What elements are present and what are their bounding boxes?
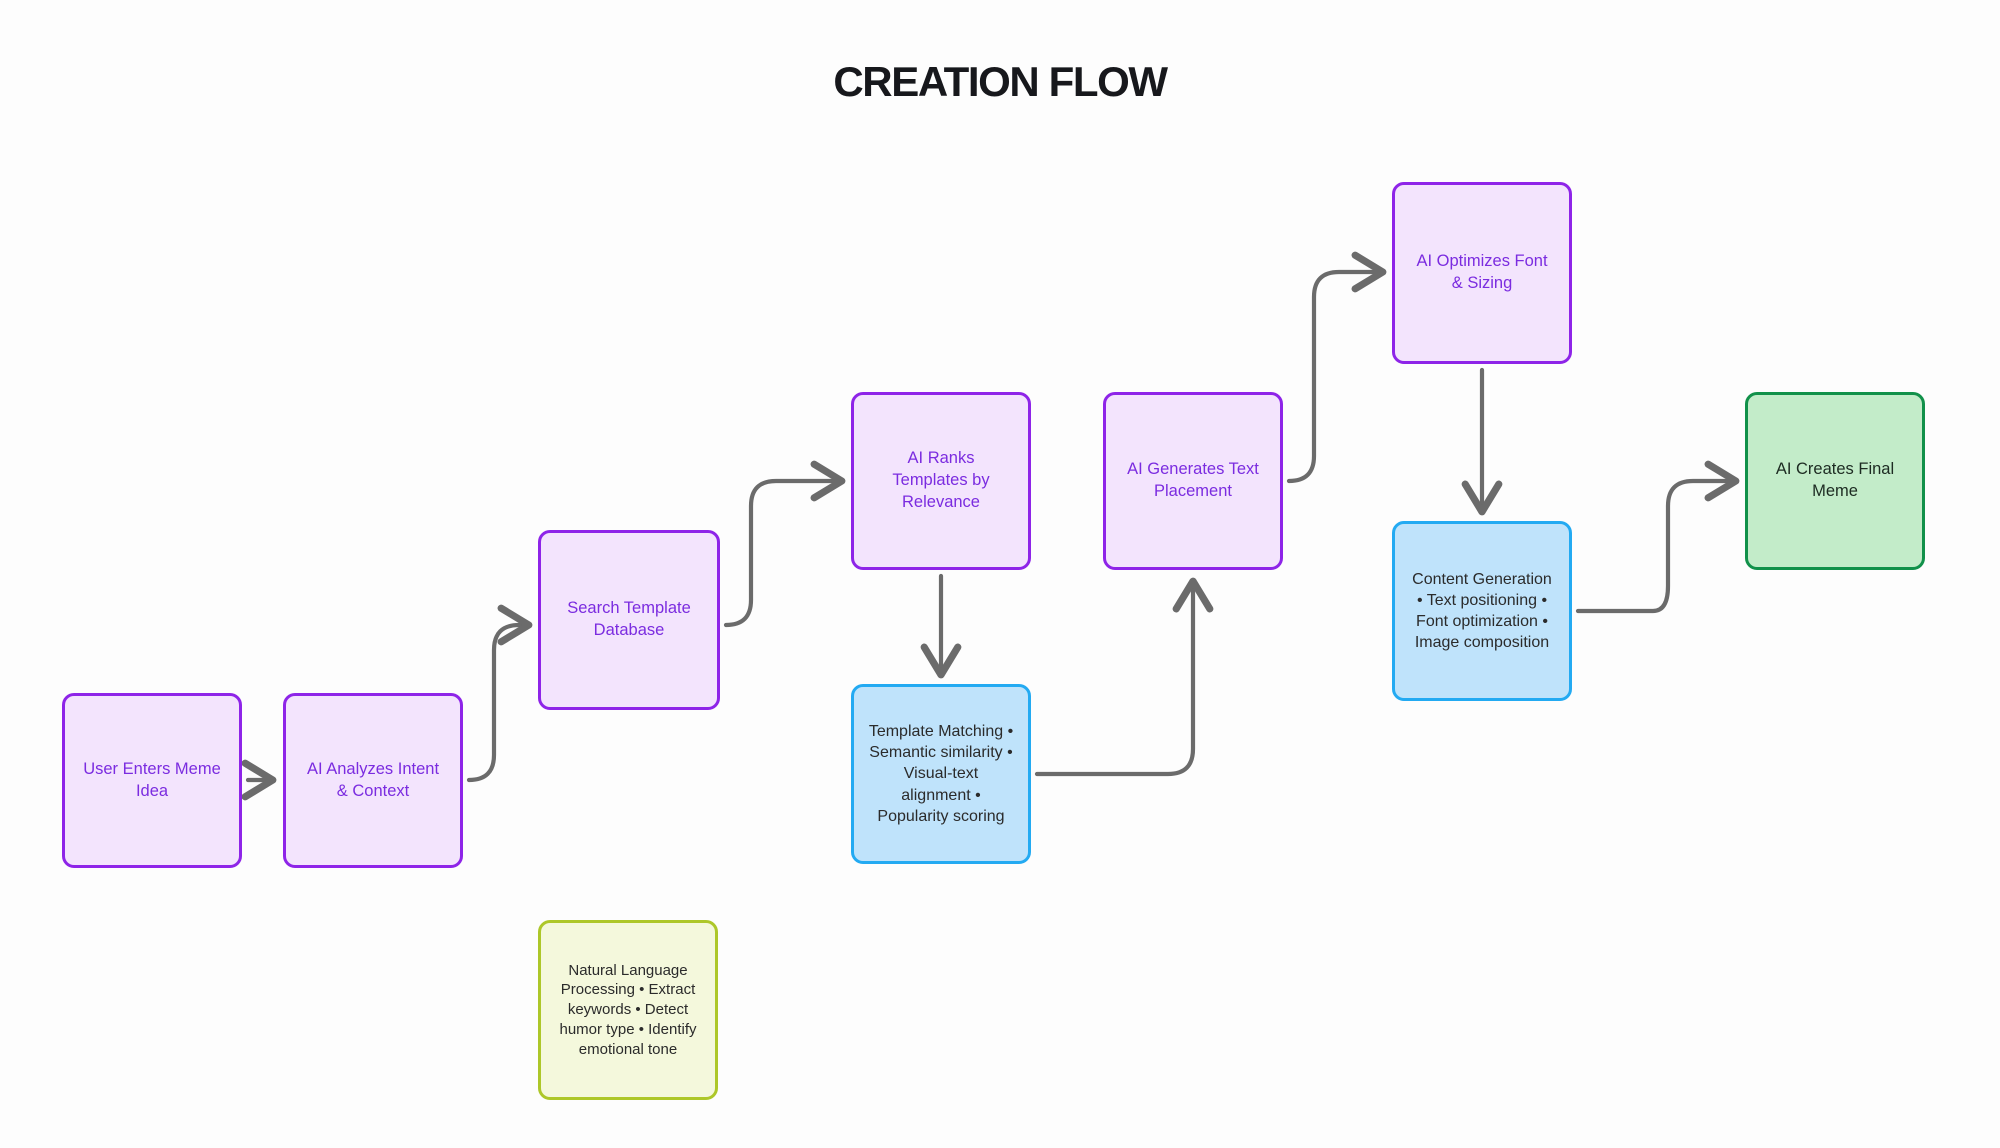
- node-nlp-detail[interactable]: Natural Language Processing • Extract ke…: [538, 920, 718, 1100]
- page-title: CREATION FLOW: [833, 58, 1168, 105]
- node-user-enters-meme-idea[interactable]: User Enters Meme Idea: [62, 693, 242, 868]
- edge-intent-to-search: [466, 604, 533, 783]
- node-label: Template Matching • Semantic similarity …: [868, 723, 1014, 825]
- node-ai-generates-text-placement[interactable]: AI Generates Text Placement: [1103, 392, 1283, 570]
- edge-content-to-final: [1575, 460, 1740, 614]
- node-label: Content Generation • Text positioning • …: [1412, 570, 1552, 652]
- node-ai-analyzes-intent-context[interactable]: AI Analyzes Intent & Context: [283, 693, 463, 868]
- node-ai-optimizes-font-sizing[interactable]: AI Optimizes Font & Sizing: [1392, 182, 1572, 364]
- edge-matching-to-placement: [1034, 577, 1214, 777]
- node-label: AI Optimizes Font & Sizing: [1416, 252, 1548, 292]
- node-ai-ranks-templates-by-relevance[interactable]: AI Ranks Templates by Relevance: [851, 392, 1031, 570]
- node-template-matching-detail[interactable]: Template Matching • Semantic similarity …: [851, 684, 1031, 864]
- node-label: AI Analyzes Intent & Context: [306, 759, 440, 800]
- edge-search-to-ranks: [723, 460, 846, 628]
- node-content-generation-detail[interactable]: Content Generation • Text positioning • …: [1392, 521, 1572, 701]
- node-label: AI Ranks Templates by Relevance: [892, 449, 990, 511]
- node-label: Natural Language Processing • Extract ke…: [559, 961, 697, 1058]
- node-label: AI Creates Final Meme: [1775, 460, 1895, 500]
- node-search-template-database[interactable]: Search Template Database: [538, 530, 720, 710]
- node-label: Search Template Database: [567, 599, 691, 639]
- node-ai-creates-final-meme[interactable]: AI Creates Final Meme: [1745, 392, 1925, 570]
- node-label: AI Generates Text Placement: [1127, 460, 1259, 500]
- node-label: User Enters Meme Idea: [83, 759, 221, 800]
- edge-placement-to-font: [1286, 251, 1387, 484]
